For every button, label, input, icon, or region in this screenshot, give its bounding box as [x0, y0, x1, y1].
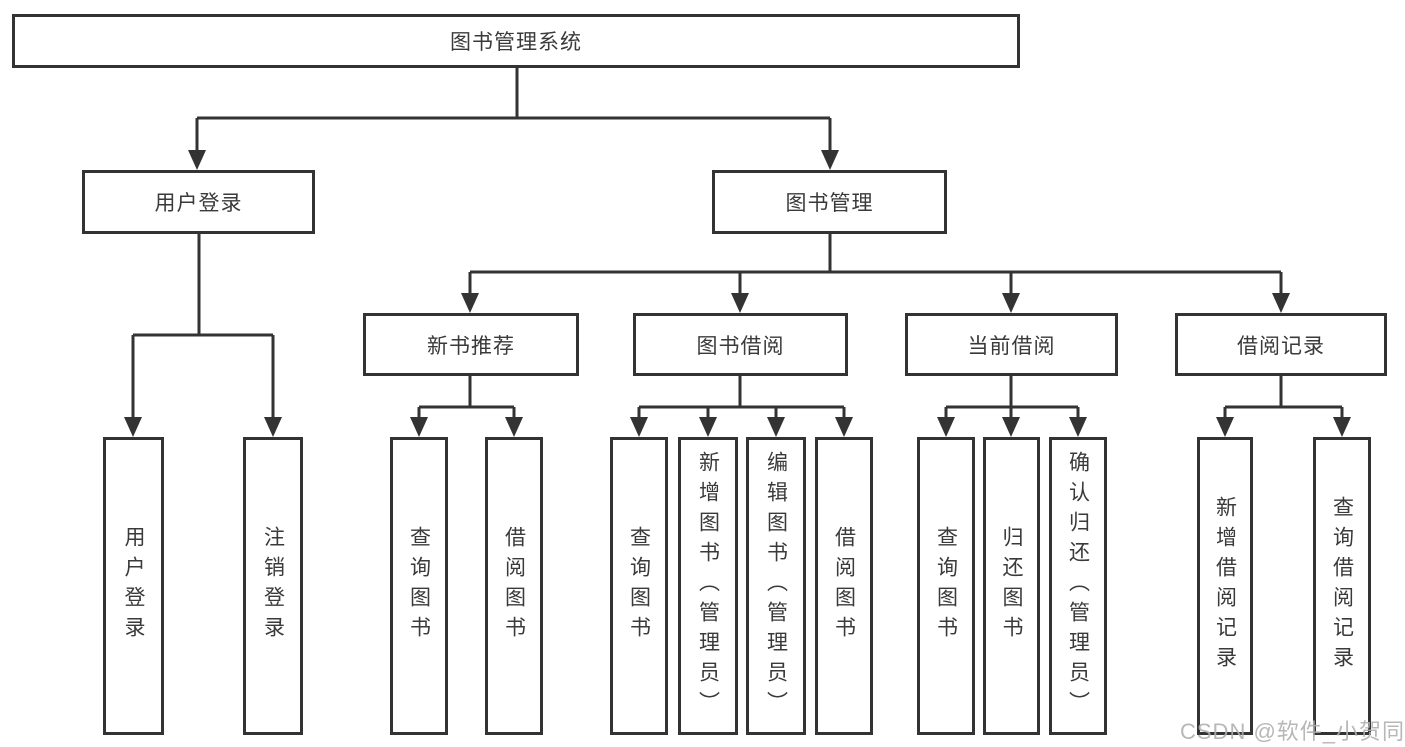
- leaf-query-books-current-label: 查询图书: [934, 526, 958, 646]
- node-new-book-recommend-label: 新书推荐: [427, 334, 515, 358]
- node-root-system: 图书管理系统: [12, 14, 1020, 68]
- node-book-borrow-label: 图书借阅: [696, 334, 785, 358]
- node-book-management-label: 图书管理: [785, 192, 874, 215]
- leaf-borrow-books-label: 借阅图书: [832, 526, 856, 646]
- leaf-add-books-admin-label: 新增图书（管理员）: [696, 451, 720, 721]
- leaf-query-books-recommend-label: 查询图书: [407, 526, 431, 646]
- leaf-logout: 注销登录: [243, 437, 303, 735]
- node-book-management: 图书管理: [712, 170, 947, 234]
- leaf-query-books-recommend: 查询图书: [390, 437, 448, 735]
- node-book-borrow: 图书借阅: [633, 313, 848, 376]
- leaf-return-books-label: 归还图书: [1000, 526, 1023, 646]
- node-borrow-record-label: 借阅记录: [1237, 334, 1325, 358]
- leaf-edit-books-admin: 编辑图书（管理员）: [746, 437, 806, 735]
- leaf-confirm-return-admin-label: 确认归还（管理员）: [1066, 451, 1090, 721]
- leaf-return-books: 归还图书: [983, 437, 1040, 735]
- node-current-borrow: 当前借阅: [905, 313, 1118, 376]
- node-borrow-record: 借阅记录: [1175, 313, 1387, 376]
- leaf-query-books-current: 查询图书: [917, 437, 975, 735]
- leaf-query-borrow-record-label: 查询借阅记录: [1330, 496, 1354, 676]
- connector-book-management: [468, 234, 1283, 295]
- csdn-watermark: CSDN @软件_小贺同学: [1180, 719, 1405, 744]
- node-user-login-label: 用户登录: [154, 192, 243, 215]
- leaf-logout-label: 注销登录: [261, 526, 285, 646]
- connector-user-login: [131, 234, 275, 419]
- leaf-query-books-borrow-label: 查询图书: [627, 526, 651, 646]
- node-new-book-recommend: 新书推荐: [363, 313, 579, 376]
- leaf-query-books-borrow: 查询图书: [610, 437, 668, 735]
- leaf-add-books-admin: 新增图书（管理员）: [678, 437, 738, 735]
- leaf-add-borrow-record: 新增借阅记录: [1197, 437, 1253, 735]
- connector-new-book-recommend: [417, 376, 516, 419]
- connector-borrow-record: [1223, 376, 1344, 419]
- node-root-label: 图书管理系统: [450, 31, 582, 54]
- leaf-borrow-books: 借阅图书: [815, 437, 873, 735]
- connector-book-borrow: [637, 376, 846, 419]
- leaf-query-borrow-record: 查询借阅记录: [1313, 437, 1371, 735]
- leaf-user-login-label: 用户登录: [122, 526, 145, 646]
- leaf-borrow-books-recommend-label: 借阅图书: [502, 526, 526, 646]
- leaf-user-login: 用户登录: [103, 437, 164, 735]
- leaf-add-borrow-record-label: 新增借阅记录: [1213, 496, 1237, 676]
- leaf-borrow-books-recommend: 借阅图书: [485, 437, 543, 735]
- leaf-confirm-return-admin: 确认归还（管理员）: [1049, 437, 1107, 735]
- leaf-edit-books-admin-label: 编辑图书（管理员）: [764, 451, 788, 721]
- node-current-borrow-label: 当前借阅: [967, 334, 1056, 358]
- connector-current-borrow: [944, 376, 1080, 419]
- node-user-login: 用户登录: [82, 170, 315, 234]
- connector-root: [195, 68, 832, 152]
